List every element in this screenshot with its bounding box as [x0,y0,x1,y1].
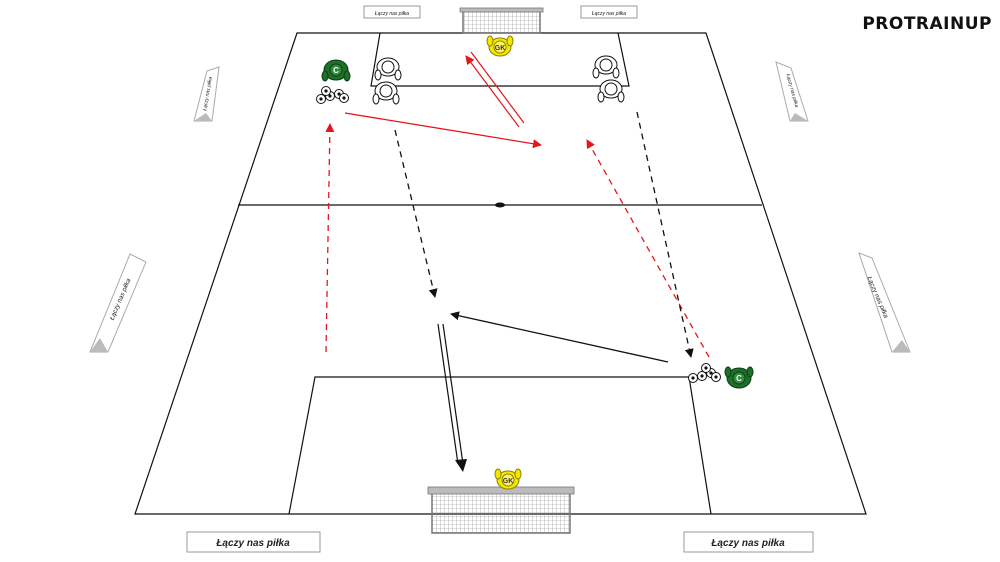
defender-2 [372,81,400,105]
banner-bottom-right: Łączy nas piłka [683,531,814,553]
defender-3 [592,55,620,79]
coach-bottom: C [724,366,754,389]
goal-top [459,7,544,34]
goalkeeper-top: GK [486,35,514,57]
goal-bottom [427,486,575,534]
coach-top: C [321,59,351,82]
goalkeeper-top-label: GK [495,45,506,52]
pass-arrow-red-right-up [586,139,710,358]
shot-arrow-black-head [455,459,467,472]
banner-top-right: Łączy nas piłka [580,5,638,19]
shot-arrow-black-bottom-parallel [442,323,464,465]
goalkeeper-bottom: GK [494,468,522,490]
banner-side-right-upper: Łączy nas piłka [775,61,809,122]
coach-top-label: C [333,66,339,75]
ball-stack-top [316,86,349,104]
banner-top-left-text: Łączy nas piłka [375,11,409,17]
banner-bottom-left-text: Łączy nas piłka [215,538,290,549]
coach-bottom-label: C [736,374,742,383]
banner-bottom-right-text: Łączy nas piłka [710,538,785,549]
shot-arrow-red-top [465,55,520,128]
goalkeeper-bottom-label: GK [503,478,514,485]
banner-side-right-lower: Łączy nas piłka [858,252,911,353]
run-arrow-black-left [394,129,438,298]
defender-1 [374,57,402,81]
pitch-outline [134,32,867,515]
pass-arrow-red-diagonal [344,112,542,149]
ball-stack-bottom [688,363,721,383]
defender-4 [597,79,625,103]
center-spot [495,202,505,208]
shot-arrow-black-bottom [437,323,459,465]
banner-side-left-lower: Łączy nas piłka [89,253,147,353]
banner-top-left: Łączy nas piłka [363,5,421,19]
pass-arrow-red-left-up [325,123,335,353]
banner-side-left-upper-text: Łączy nas piłka [202,76,214,111]
banner-bottom-left: Łączy nas piłka [186,531,321,553]
penalty-area-top [370,32,630,87]
banner-side-left-upper: Łączy nas piłka [193,66,220,122]
penalty-area-bottom [288,376,712,515]
banner-top-right-text: Łączy nas piłka [592,11,626,17]
shot-arrow-red-top-parallel [470,51,525,124]
run-arrow-black-right [636,111,694,358]
arrows [325,51,710,472]
pass-arrow-black [450,311,669,363]
pitch [134,32,867,515]
brand-logo: PROTRAINUP [862,14,992,34]
